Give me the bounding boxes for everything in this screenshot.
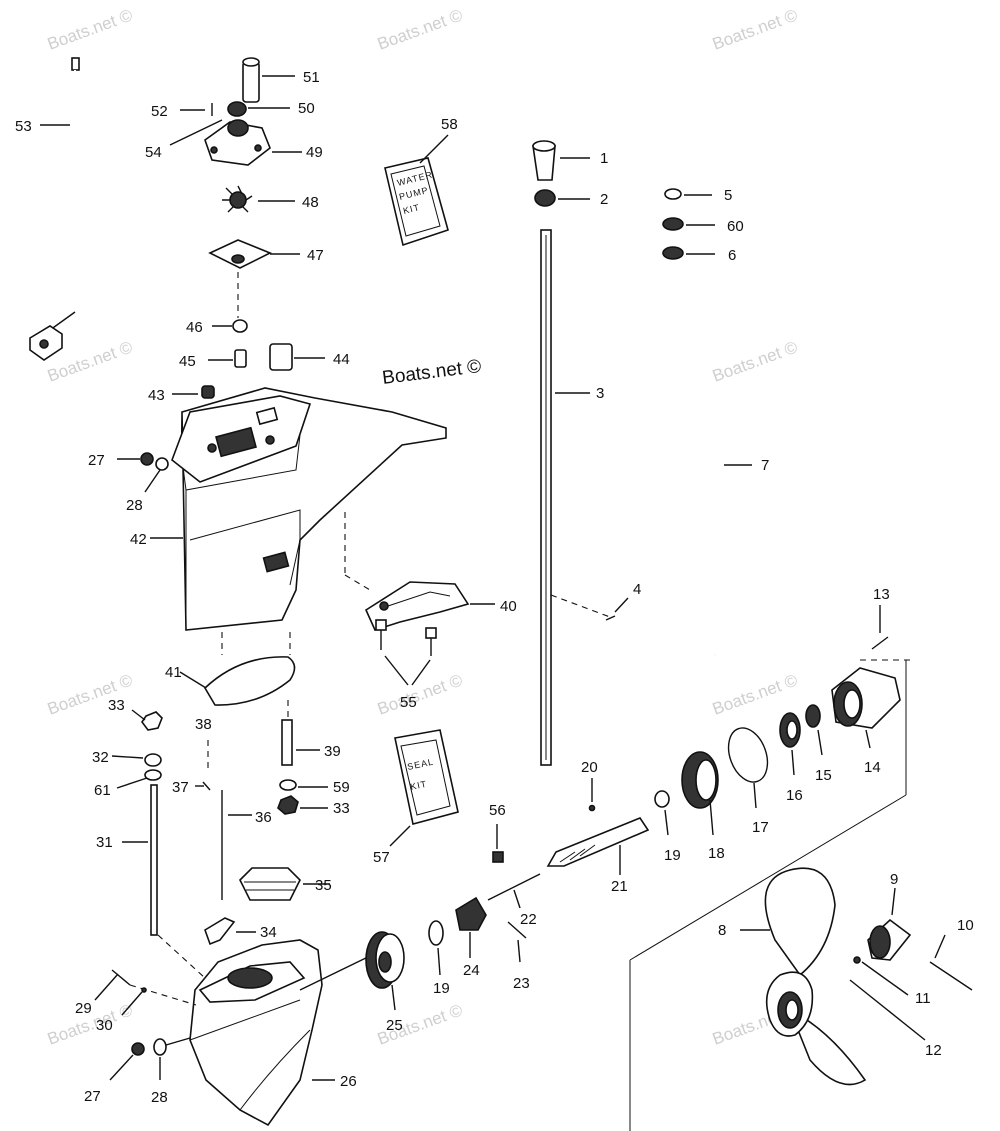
- callout-6: 6: [728, 247, 736, 264]
- callout-17: 17: [752, 819, 769, 836]
- callout-12: 12: [925, 1042, 942, 1059]
- callout-49: 49: [306, 144, 323, 161]
- watermark: Boats.net ©: [710, 337, 801, 385]
- callout-61: 61: [94, 782, 111, 799]
- callout-2: 2: [600, 191, 608, 208]
- driveshaft-housing-42: [150, 387, 447, 631]
- callout-25: 25: [386, 1017, 403, 1034]
- shift-linkage-7: [662, 188, 752, 656]
- watermark: Boats.net ©: [45, 5, 136, 53]
- clip-34: [204, 917, 256, 946]
- kit-label-line: KIT: [402, 202, 421, 216]
- callout-13: 13: [873, 586, 890, 603]
- gearcase-26: [189, 939, 373, 1127]
- callout-48: 48: [302, 194, 319, 211]
- shift-rod-53: [29, 57, 80, 361]
- callout-44: 44: [333, 351, 350, 368]
- callout-19-left: 19: [433, 980, 450, 997]
- callout-22: 22: [520, 911, 537, 928]
- callout-15: 15: [815, 767, 832, 784]
- callout-53: 53: [15, 118, 32, 135]
- callout-59: 59: [333, 779, 350, 796]
- callout-32: 32: [92, 749, 109, 766]
- bearing-carrier-14: [727, 605, 910, 809]
- callout-42: 42: [130, 531, 147, 548]
- callout-23: 23: [513, 975, 530, 992]
- callout-55: 55: [400, 694, 417, 711]
- callout-57: 57: [373, 849, 390, 866]
- callout-29: 29: [75, 1000, 92, 1017]
- propeller-group: [629, 660, 973, 1131]
- bearing-35: [239, 867, 330, 901]
- watermark: Boats.net ©: [375, 5, 466, 53]
- callout-27-lower: 27: [84, 1088, 101, 1105]
- callout-33-left: 33: [108, 697, 125, 714]
- callout-30: 30: [96, 1017, 113, 1034]
- callout-4: 4: [633, 581, 641, 598]
- fasteners-27-28-lower: [109, 1037, 191, 1081]
- callout-19-right: 19: [664, 847, 681, 864]
- callout-27-upper: 27: [88, 452, 105, 469]
- callout-9: 9: [890, 871, 898, 888]
- callout-58: 58: [441, 116, 458, 133]
- callout-20: 20: [581, 759, 598, 776]
- kit-label-line: KIT: [409, 779, 428, 792]
- driveshaft-3: [532, 140, 629, 766]
- fasteners-27-28-upper: [117, 452, 169, 493]
- callout-7: 7: [761, 457, 769, 474]
- callout-33-right: 33: [333, 800, 350, 817]
- water-tube-31: [111, 709, 206, 979]
- callout-45: 45: [179, 353, 196, 370]
- callout-52: 52: [151, 103, 168, 120]
- callout-40: 40: [500, 598, 517, 615]
- callout-39: 39: [324, 743, 341, 760]
- callout-28-upper: 28: [126, 497, 143, 514]
- lower-shift-rod-36: [195, 700, 328, 900]
- callout-1: 1: [600, 150, 608, 167]
- callout-51: 51: [303, 69, 320, 86]
- callout-28-lower: 28: [151, 1089, 168, 1106]
- water-pump-kit-58: WATER PUMP KIT: [384, 134, 449, 247]
- seal-kit-57: SEAL KIT: [389, 729, 459, 847]
- watermark: Boats.net ©: [710, 670, 801, 718]
- callout-34: 34: [260, 924, 277, 941]
- callout-5: 5: [724, 187, 732, 204]
- callout-36: 36: [255, 809, 272, 826]
- callout-14: 14: [864, 759, 881, 776]
- callout-56: 56: [489, 802, 506, 819]
- callout-43: 43: [148, 387, 165, 404]
- callout-3: 3: [596, 385, 604, 402]
- watermark-center: Boats.net ©: [381, 356, 482, 389]
- callout-10: 10: [957, 917, 974, 934]
- callout-38: 38: [195, 716, 212, 733]
- callout-24: 24: [463, 962, 480, 979]
- watermark: Boats.net ©: [375, 670, 466, 718]
- callout-60: 60: [727, 218, 744, 235]
- water-pump-assembly: [169, 57, 325, 399]
- callout-11: 11: [915, 990, 931, 1007]
- fasteners-29-30: [94, 969, 197, 1016]
- gasket-41: [179, 632, 296, 706]
- callout-46: 46: [186, 319, 203, 336]
- callout-8: 8: [718, 922, 726, 939]
- impeller: [222, 185, 253, 213]
- callout-31: 31: [96, 834, 113, 851]
- callout-26: 26: [340, 1073, 357, 1090]
- callout-18: 18: [708, 845, 725, 862]
- callout-35: 35: [315, 877, 332, 894]
- callout-37: 37: [172, 779, 189, 796]
- callout-54: 54: [145, 144, 162, 161]
- plate-40: [344, 512, 495, 686]
- callout-47: 47: [307, 247, 324, 264]
- callout-16: 16: [786, 787, 803, 804]
- callout-21: 21: [611, 878, 628, 895]
- callout-50: 50: [298, 100, 315, 117]
- watermark: Boats.net ©: [710, 5, 801, 53]
- gear-train: [365, 751, 719, 1011]
- callouts: 1 2 3 4 5 6 7 8 9 10 11 12 13 14 15 16 1…: [15, 69, 974, 1106]
- callout-41: 41: [165, 664, 182, 681]
